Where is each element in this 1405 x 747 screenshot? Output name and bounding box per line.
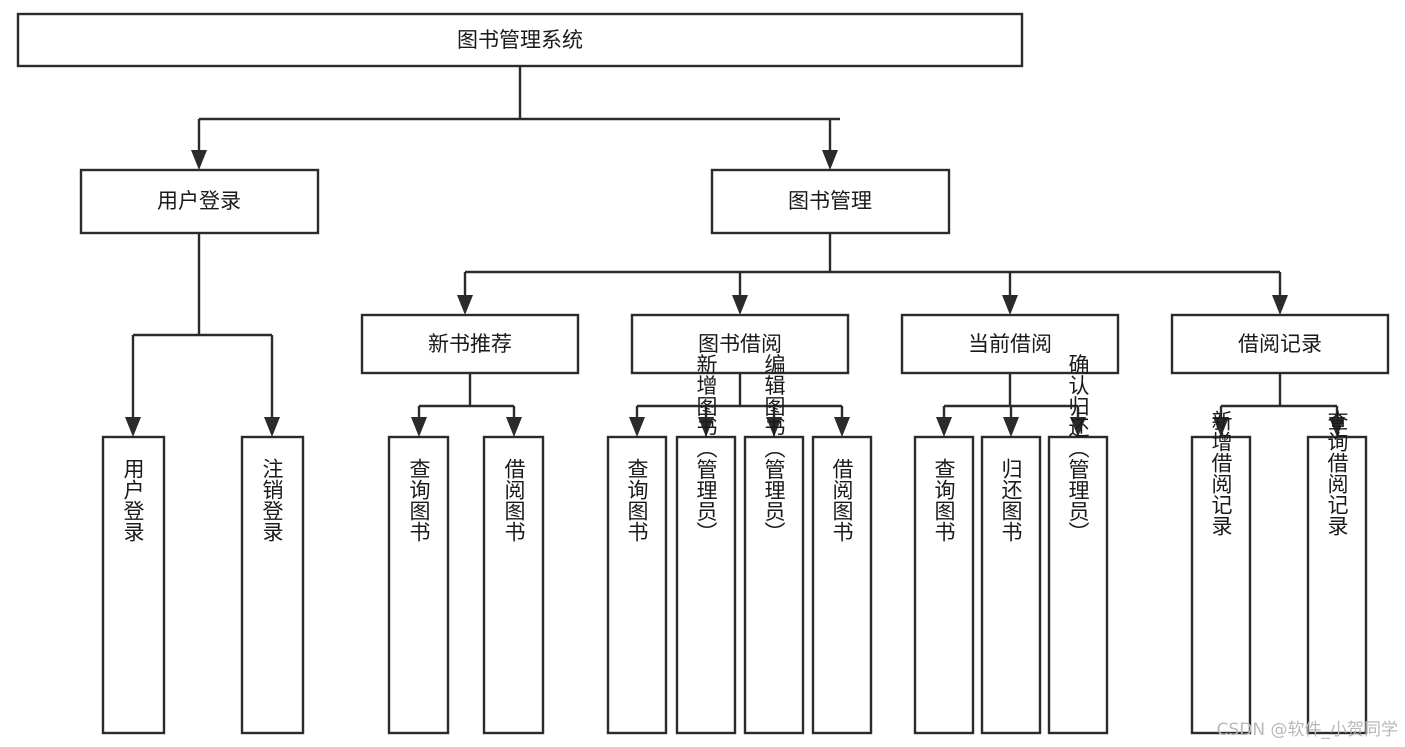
leaf-nb-borrow-book-box[interactable] <box>482 435 545 735</box>
arrow-head-bb-query <box>629 417 645 437</box>
node-borrow-record[interactable]: 借阅记录 <box>1170 313 1390 375</box>
arrow-head-user-login <box>191 150 207 170</box>
leaf-cb-confirm-return-box[interactable] <box>1047 435 1109 735</box>
node-new-book-recommend-box[interactable] <box>360 313 580 375</box>
leaf-bb-borrow-book[interactable]: 借阅图书 <box>811 435 873 735</box>
node-current-borrow-label: 当前借阅 <box>968 332 1052 356</box>
node-book-borrow-box[interactable] <box>630 313 850 375</box>
arrow-head-cb-query <box>936 417 952 437</box>
leaf-br-query-record-box[interactable] <box>1306 435 1368 735</box>
leaf-br-query-record-label: 查询借阅记录 <box>1325 410 1349 536</box>
node-user-login-box[interactable] <box>79 168 320 235</box>
arrow-head-borrow-record <box>1272 295 1288 315</box>
leaf-bb-borrow-book-box[interactable] <box>811 435 873 735</box>
node-book-borrow-label: 图书借阅 <box>698 332 782 356</box>
arrow-head-leaf-logout <box>264 417 280 437</box>
leaf-nb-query-book[interactable]: 查询图书 <box>387 435 450 735</box>
leaf-cb-return-book-box[interactable] <box>980 435 1042 735</box>
leaf-logout-label: 注销登录 <box>260 458 284 542</box>
leaf-cb-confirm-return[interactable]: 确认归还（管理员） <box>1047 354 1109 735</box>
leaf-logout-box[interactable] <box>240 435 305 735</box>
arrow-head-leaf-user-login <box>125 417 141 437</box>
leaf-cb-query-book-label: 查询图书 <box>932 458 956 542</box>
connector-layer <box>125 66 1345 437</box>
arrow-head-br-query <box>1329 417 1345 437</box>
arrow-head-book-manage <box>822 150 838 170</box>
node-borrow-record-label: 借阅记录 <box>1238 332 1322 356</box>
leaf-br-add-record-box[interactable] <box>1190 435 1252 735</box>
leaf-bb-borrow-book-label: 借阅图书 <box>830 458 854 542</box>
csdn-watermark: CSDN @软件_小贺同学 <box>1217 720 1398 740</box>
arrow-head-book-borrow <box>732 295 748 315</box>
arrow-head-bb-borrow <box>834 417 850 437</box>
node-current-borrow[interactable]: 当前借阅 <box>900 313 1120 375</box>
node-book-management-box[interactable] <box>710 168 951 235</box>
leaf-cb-query-book-box[interactable] <box>913 435 975 735</box>
leaf-cb-query-book[interactable]: 查询图书 <box>913 435 975 735</box>
leaf-br-query-record[interactable]: 查询借阅记录 <box>1306 410 1368 735</box>
arrow-head-nb-borrow <box>506 417 522 437</box>
leaf-nb-query-book-label: 查询图书 <box>407 458 431 542</box>
node-root-label: 图书管理系统 <box>457 28 583 52</box>
node-root-book-management-system[interactable]: 图书管理系统 <box>16 12 1024 68</box>
leaf-logout[interactable]: 注销登录 <box>240 435 305 735</box>
leaf-cb-return-book-label: 归还图书 <box>999 458 1023 542</box>
node-book-borrow[interactable]: 图书借阅 <box>630 313 850 375</box>
leaf-bb-edit-book[interactable]: 编辑图书（管理员） <box>743 354 805 735</box>
node-new-book-recommend-label: 新书推荐 <box>428 332 512 356</box>
arrow-head-cb-confirm <box>1070 417 1086 437</box>
leaf-bb-query-book-label: 查询图书 <box>625 458 649 542</box>
leaf-nb-query-book-box[interactable] <box>387 435 450 735</box>
leaf-bb-edit-book-label: 编辑图书（管理员） <box>762 354 786 543</box>
leaf-bb-edit-book-box[interactable] <box>743 435 805 735</box>
node-user-login-label: 用户登录 <box>157 189 241 213</box>
node-root-box[interactable] <box>16 12 1024 68</box>
node-new-book-recommend[interactable]: 新书推荐 <box>360 313 580 375</box>
leaf-user-login[interactable]: 用户登录 <box>101 435 166 735</box>
leaf-bb-add-book-box[interactable] <box>675 435 737 735</box>
arrow-head-new-book <box>457 295 473 315</box>
leaf-bb-add-book[interactable]: 新增图书（管理员） <box>675 354 737 735</box>
arrow-head-br-add <box>1213 417 1229 437</box>
leaf-bb-query-book[interactable]: 查询图书 <box>606 435 668 735</box>
leaf-br-add-record-label: 新增借阅记录 <box>1209 410 1233 536</box>
leaf-cb-confirm-return-label: 确认归还（管理员） <box>1066 354 1090 543</box>
leaf-user-login-label: 用户登录 <box>121 458 145 542</box>
node-borrow-record-box[interactable] <box>1170 313 1390 375</box>
node-book-management[interactable]: 图书管理 <box>710 168 951 235</box>
arrow-head-nb-query <box>411 417 427 437</box>
node-current-borrow-box[interactable] <box>900 313 1120 375</box>
arrow-head-cb-return <box>1003 417 1019 437</box>
leaf-bb-add-book-label: 新增图书（管理员） <box>694 354 718 543</box>
leaf-nb-borrow-book-label: 借阅图书 <box>502 458 526 542</box>
arrow-head-bb-edit <box>766 417 782 437</box>
leaf-bb-query-book-box[interactable] <box>606 435 668 735</box>
leaf-user-login-box[interactable] <box>101 435 166 735</box>
node-book-management-label: 图书管理 <box>788 189 872 213</box>
leaf-br-add-record[interactable]: 新增借阅记录 <box>1190 410 1252 735</box>
node-user-login[interactable]: 用户登录 <box>79 168 320 235</box>
arrow-head-bb-add <box>698 417 714 437</box>
arrow-head-current-borrow <box>1002 295 1018 315</box>
leaf-nb-borrow-book[interactable]: 借阅图书 <box>482 435 545 735</box>
leaf-cb-return-book[interactable]: 归还图书 <box>980 435 1042 735</box>
